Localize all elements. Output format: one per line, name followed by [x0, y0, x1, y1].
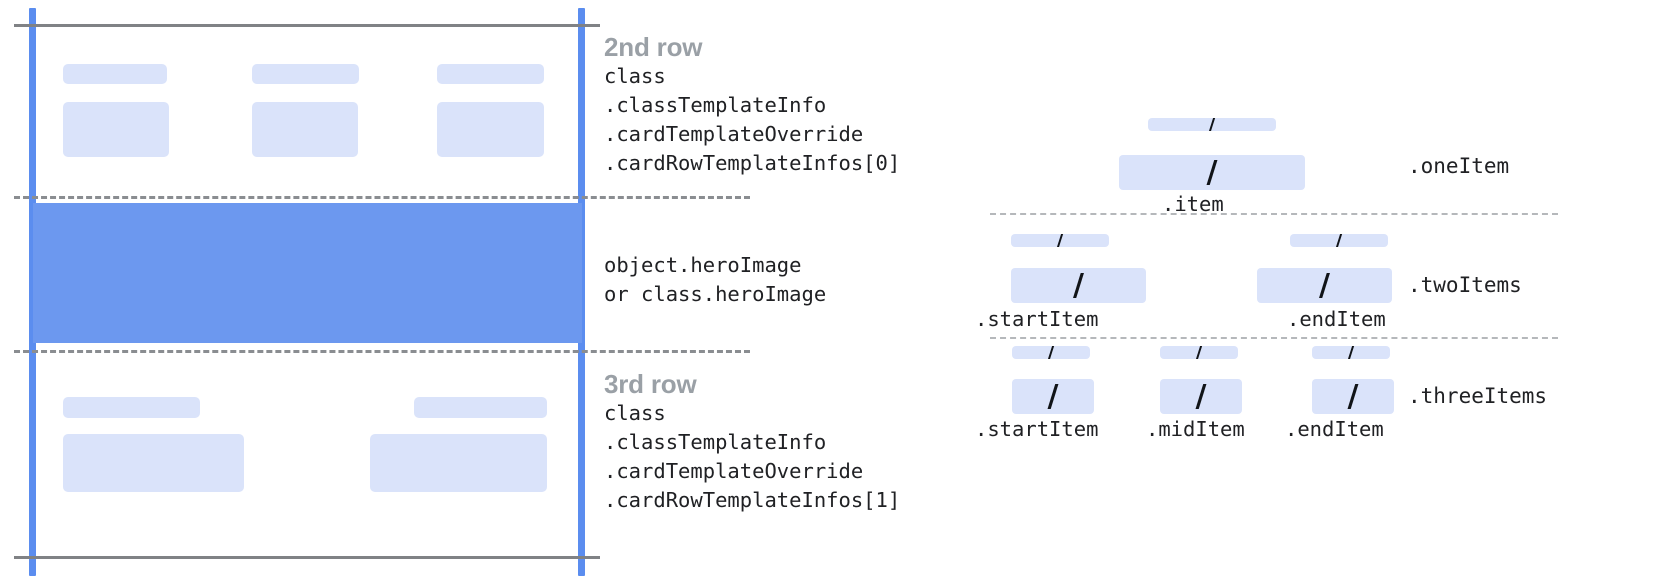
row3-col1-body-chip [63, 434, 244, 492]
row2-col1-label-chip [63, 64, 167, 84]
card-preview-panel [0, 0, 750, 584]
row2-col1-body-chip [63, 102, 169, 157]
hero-code-line-2: or class.heroImage [604, 282, 827, 306]
row3-col1-label-chip [63, 397, 200, 418]
slash-glyph: / [1347, 379, 1359, 414]
annotation-third-row: 3rd row class .classTemplateInfo .cardTe… [604, 369, 900, 515]
slash-glyph: / [1206, 155, 1218, 190]
slash-glyph: / [1208, 118, 1216, 131]
row3-col2-label-chip [414, 397, 547, 418]
two-items-start-body-bar: / [1011, 268, 1146, 303]
group-one-item: / / .item .oneItem [960, 0, 1676, 216]
row3-col2-body-chip [370, 434, 547, 492]
second-row-code-line-1: class [604, 64, 666, 88]
row2-col3-label-chip [437, 64, 544, 84]
slash-glyph: / [1047, 379, 1059, 414]
slash-glyph: / [1056, 234, 1064, 247]
legend-separator-1 [990, 213, 1558, 215]
three-items-mid-body-bar: / [1160, 379, 1242, 414]
hero-image-band [33, 203, 582, 343]
two-items-start-caption: .startItem [975, 307, 1099, 331]
hero-code-line-1: object.heroImage [604, 253, 802, 277]
slash-glyph: / [1195, 379, 1207, 414]
three-items-end-caption: .endItem [1285, 417, 1384, 441]
two-items-start-label-bar: / [1011, 234, 1109, 247]
one-item-label-bar: / [1148, 118, 1276, 131]
group-label-two-items: .twoItems [1408, 273, 1522, 297]
second-row-code-line-2: .classTemplateInfo [604, 93, 827, 117]
third-row-code-line-1: class [604, 401, 666, 425]
third-row-code-line-3: .cardTemplateOverride [604, 459, 864, 483]
three-items-start-caption: .startItem [975, 417, 1099, 441]
slash-glyph: / [1047, 346, 1055, 359]
slash-glyph: / [1195, 346, 1203, 359]
group-three-items: / / .startItem / / .midItem / / .endItem… [960, 337, 1676, 447]
slash-glyph: / [1073, 268, 1084, 303]
three-items-end-label-bar: / [1312, 346, 1390, 359]
slash-glyph: / [1335, 234, 1343, 247]
three-items-start-body-bar: / [1012, 379, 1094, 414]
second-row-code-line-3: .cardTemplateOverride [604, 122, 864, 146]
two-items-end-body-bar: / [1257, 268, 1392, 303]
row-separator-top [14, 196, 750, 199]
slash-glyph: / [1347, 346, 1355, 359]
third-row-code-line-2: .classTemplateInfo [604, 430, 827, 454]
two-items-end-label-bar: / [1290, 234, 1388, 247]
third-row-content [0, 350, 600, 556]
row2-col2-body-chip [252, 102, 358, 157]
three-items-mid-caption: .midItem [1146, 417, 1245, 441]
second-row-content [0, 0, 600, 196]
one-item-body-bar: / [1119, 155, 1305, 190]
three-items-mid-label-bar: / [1160, 346, 1238, 359]
row-separator-bottom [14, 350, 750, 353]
second-row-title: 2nd row [604, 32, 703, 62]
annotation-second-row: 2nd row class .classTemplateInfo .cardTe… [604, 32, 900, 178]
item-layout-legend: / / .item .oneItem / / .startItem / / [960, 0, 1676, 584]
third-row-code-line-4: .cardRowTemplateInfos[1] [604, 488, 901, 512]
group-two-items: / / .startItem / / .endItem .twoItems [960, 213, 1676, 331]
card-top-rule [14, 24, 600, 27]
row2-col2-label-chip [252, 64, 359, 84]
row2-col3-body-chip [437, 102, 544, 157]
left-edge-guide [29, 8, 36, 576]
slash-glyph: / [1319, 268, 1330, 303]
three-items-start-label-bar: / [1012, 346, 1090, 359]
second-row-code-line-4: .cardRowTemplateInfos[0] [604, 151, 901, 175]
legend-separator-2 [990, 337, 1558, 339]
annotation-hero-image: object.heroImage or class.heroImage [604, 251, 826, 309]
one-item-caption: .item [1162, 192, 1224, 216]
group-label-one-item: .oneItem [1408, 154, 1510, 178]
group-label-three-items: .threeItems [1408, 384, 1548, 408]
two-items-end-caption: .endItem [1287, 307, 1386, 331]
card-bottom-rule [14, 556, 600, 559]
third-row-title: 3rd row [604, 369, 697, 399]
three-items-end-body-bar: / [1312, 379, 1394, 414]
